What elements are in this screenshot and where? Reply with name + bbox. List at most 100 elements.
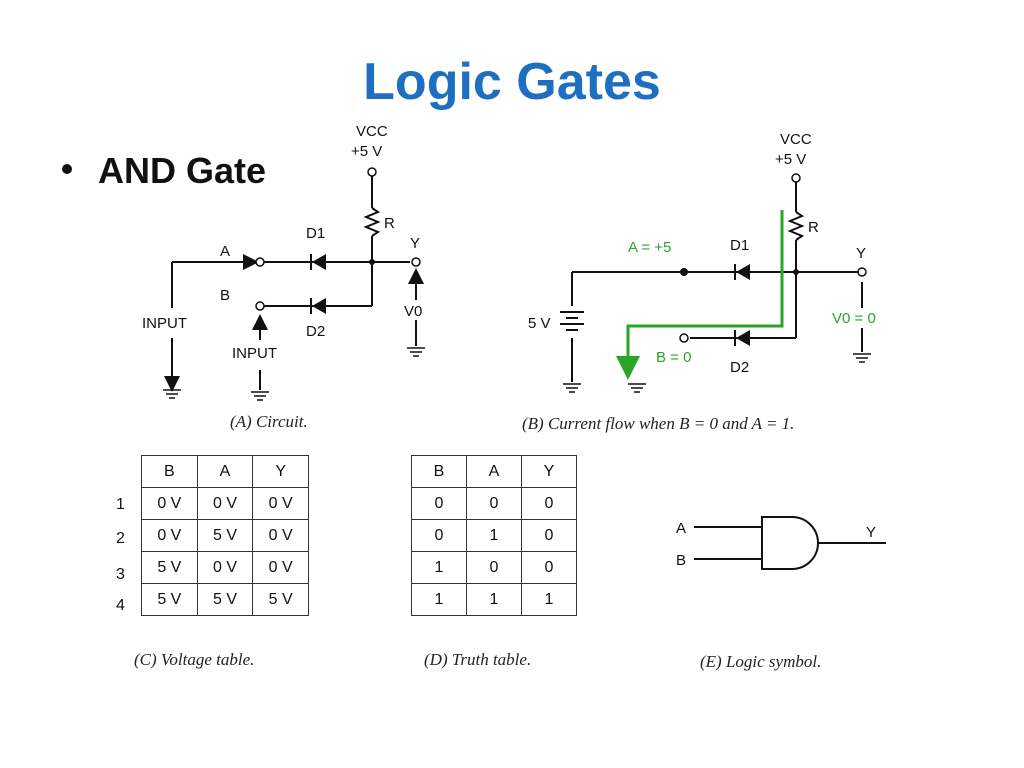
gate-input-a-label: A bbox=[676, 520, 686, 537]
circuit-b-wires bbox=[571, 182, 863, 382]
diode-d1-icon bbox=[310, 254, 326, 270]
table-cell: 0 V bbox=[196, 487, 254, 520]
bullet-item: AND Gate bbox=[62, 150, 266, 192]
table-header: A bbox=[466, 455, 522, 488]
input-b-terminal bbox=[255, 301, 265, 311]
ground-icon-b1 bbox=[563, 383, 581, 393]
table-cell: 0 bbox=[411, 519, 467, 552]
table-cell: 5 V bbox=[252, 583, 309, 616]
vcc-terminal-a bbox=[367, 167, 377, 177]
input-a-label: A bbox=[220, 243, 230, 260]
diode1-label-b: D1 bbox=[730, 237, 749, 254]
output-label-a: Y bbox=[410, 235, 420, 252]
resistor-label-b: R bbox=[808, 219, 819, 236]
slide-title: Logic Gates bbox=[363, 53, 661, 111]
resistor-label-a: R bbox=[384, 215, 395, 232]
diode-d1-b-icon bbox=[734, 264, 750, 280]
vcc-value-b: +5 V bbox=[775, 151, 806, 168]
bullet-text: AND Gate bbox=[98, 150, 267, 191]
battery-icon bbox=[560, 311, 584, 331]
table-cell: 1 bbox=[466, 583, 522, 616]
table-cell: 0 V bbox=[141, 487, 198, 520]
caption-circuit-a: (A) Circuit. bbox=[230, 412, 308, 431]
diode-d2-b-icon bbox=[734, 330, 750, 346]
vcc-value-a: +5 V bbox=[351, 143, 382, 160]
table-cell: 1 bbox=[521, 583, 577, 616]
table-header: B bbox=[141, 455, 198, 488]
table-cell: 0 bbox=[411, 487, 467, 520]
ground-icon-a3 bbox=[407, 347, 425, 357]
gate-output-label: Y bbox=[866, 524, 876, 541]
vcc-label-b: VCC bbox=[780, 131, 812, 148]
row-number: 1 bbox=[116, 496, 125, 513]
input-b-terminal-b bbox=[679, 333, 689, 343]
ground-icon-b2 bbox=[628, 383, 646, 393]
table-cell: 0 V bbox=[252, 519, 309, 552]
vcc-label-a: VCC bbox=[356, 123, 388, 140]
diode-d2-icon bbox=[310, 298, 326, 314]
row-number: 3 bbox=[116, 566, 125, 583]
table-cell: 0 bbox=[521, 487, 577, 520]
table-cell: 0 V bbox=[196, 551, 254, 584]
table-cell: 1 bbox=[466, 519, 522, 552]
table-header-row: B A Y bbox=[411, 455, 577, 488]
table-cell: 5 V bbox=[196, 583, 254, 616]
vcc-terminal-b bbox=[791, 173, 801, 183]
diode1-label-a: D1 bbox=[306, 225, 325, 242]
table-cell: 5 V bbox=[196, 519, 254, 552]
table-header: Y bbox=[521, 455, 577, 488]
table-header: B bbox=[411, 455, 467, 488]
circuit-a-wires bbox=[164, 176, 424, 392]
vout-value-label: V0 = 0 bbox=[832, 310, 876, 327]
ground-icon-b3 bbox=[853, 353, 871, 363]
junction-b bbox=[793, 269, 799, 275]
table-cell: 0 bbox=[466, 487, 522, 520]
diode2-label-a: D2 bbox=[306, 323, 325, 340]
caption-circuit-b: (B) Current flow when B = 0 and A = 1. bbox=[522, 414, 795, 433]
caption-truth-table: (D) Truth table. bbox=[424, 650, 532, 669]
row-number: 4 bbox=[116, 597, 125, 614]
table-cell: 1 bbox=[411, 551, 467, 584]
input-label-1: INPUT bbox=[142, 315, 187, 332]
output-terminal-a bbox=[411, 257, 421, 267]
battery-label: 5 V bbox=[528, 315, 551, 332]
a-value-label: A = +5 bbox=[628, 239, 671, 256]
table-cell: 0 bbox=[466, 551, 522, 584]
input-a-node-b bbox=[680, 268, 688, 276]
table-cell: 0 bbox=[521, 519, 577, 552]
b-value-label: B = 0 bbox=[656, 349, 691, 366]
bullet-dot-icon bbox=[62, 164, 72, 175]
table-header: Y bbox=[252, 455, 309, 488]
input-label-2: INPUT bbox=[232, 345, 277, 362]
table-header: A bbox=[196, 455, 254, 488]
vout-label-a: V0 bbox=[404, 303, 422, 320]
and-gate-symbol: A B Y bbox=[676, 516, 886, 570]
ground-icon-a2 bbox=[251, 391, 269, 401]
output-terminal-b bbox=[857, 267, 867, 277]
table-header-row: B A Y bbox=[141, 455, 309, 488]
current-flow-path bbox=[616, 210, 784, 380]
table-cell: 0 V bbox=[252, 551, 309, 584]
output-label-b: Y bbox=[856, 245, 866, 262]
table-cell: 0 bbox=[521, 551, 577, 584]
table-cell: 1 bbox=[411, 583, 467, 616]
table-cell: 5 V bbox=[141, 551, 198, 584]
caption-logic-symbol: (E) Logic symbol. bbox=[700, 652, 822, 671]
ground-icon-a1 bbox=[163, 389, 181, 399]
table-cell: 0 V bbox=[141, 519, 198, 552]
and-gate-icon bbox=[761, 516, 819, 570]
caption-voltage-table: (C) Voltage table. bbox=[134, 650, 255, 669]
input-b-label: B bbox=[220, 287, 230, 304]
